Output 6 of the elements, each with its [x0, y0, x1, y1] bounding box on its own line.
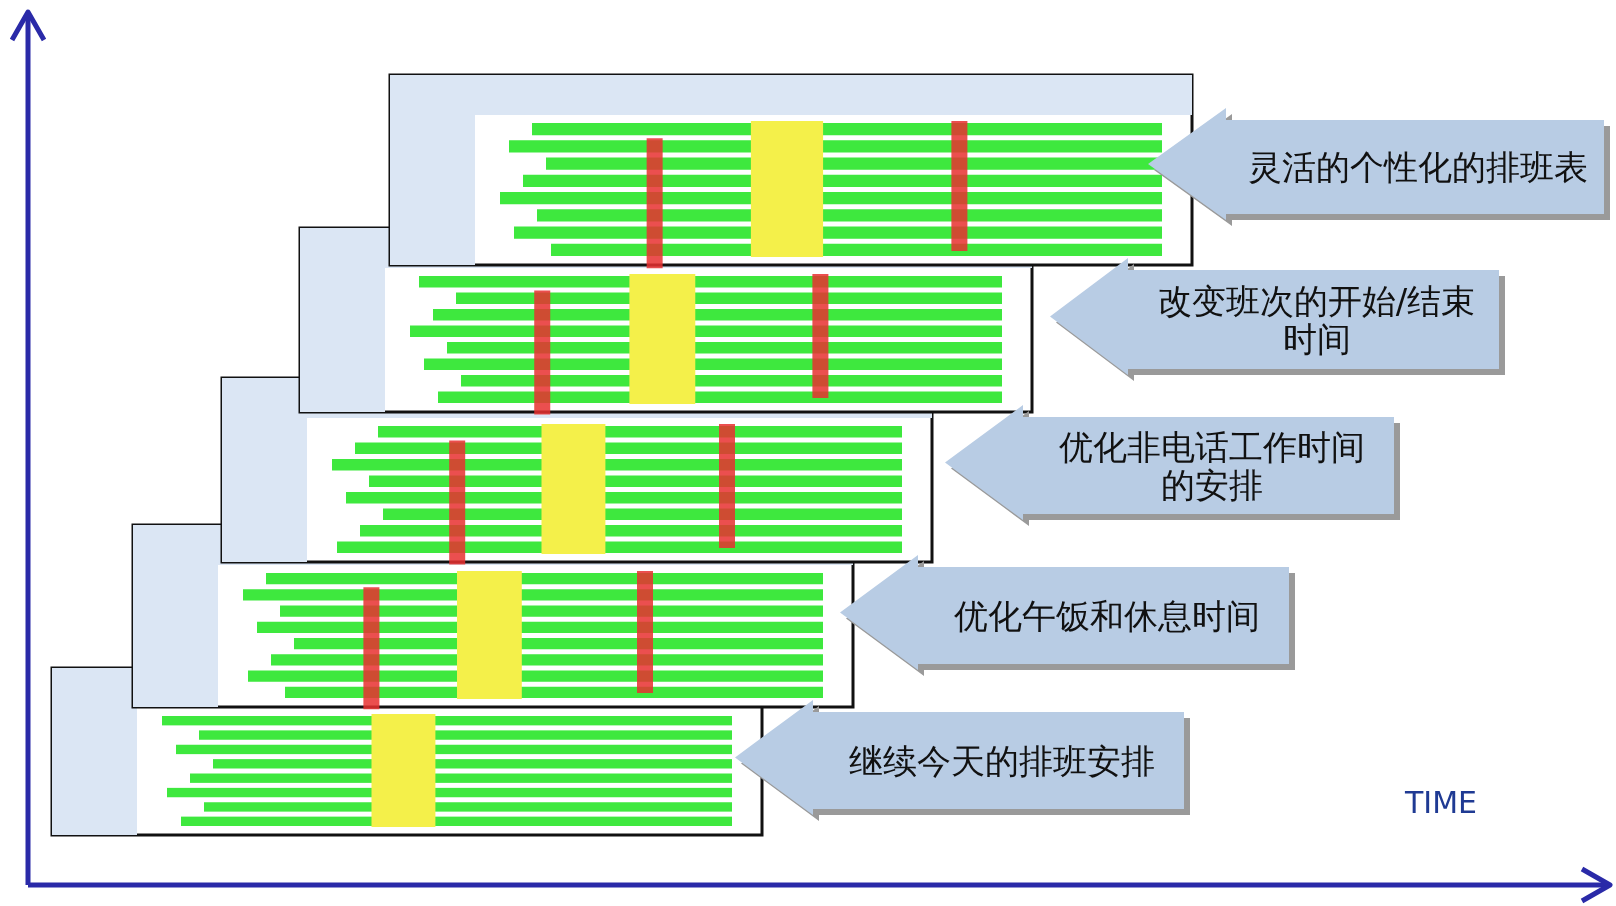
callout-text: 优化非电话工作时间的安排: [1057, 425, 1366, 507]
callout-text: 继续今天的排班安排: [847, 739, 1156, 783]
callout-text: 改变班次的开始/结束时间: [1156, 279, 1477, 361]
callout-text: 灵活的个性化的排班表: [1247, 146, 1589, 189]
callout-text: 优化午饭和休息时间: [952, 594, 1261, 638]
axis-label: TIME: [1405, 785, 1477, 820]
